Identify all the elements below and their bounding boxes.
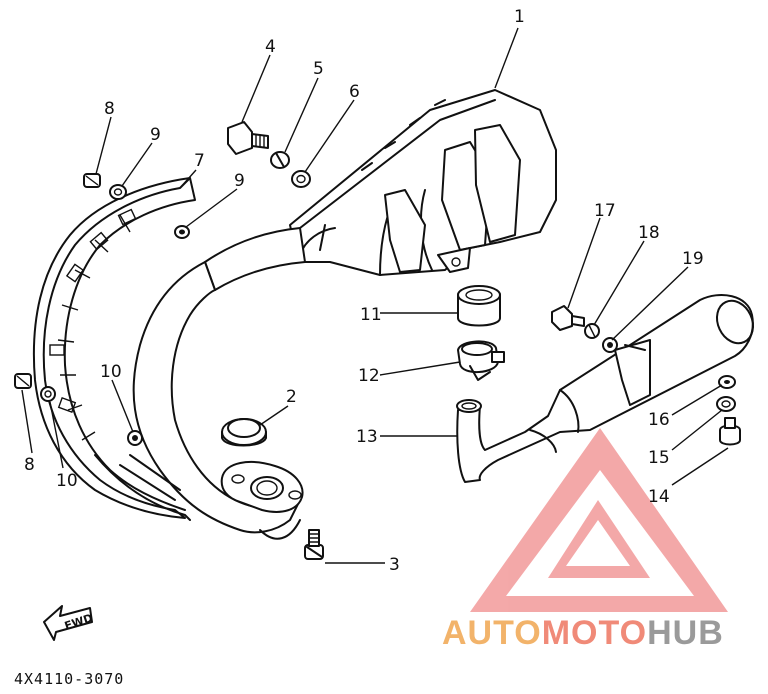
collar-part-9-top — [109, 184, 127, 200]
washer-part-6 — [291, 170, 311, 188]
fwd-arrow-icon: FWD — [43, 605, 94, 641]
leader-lines — [21, 27, 729, 564]
label-part-16: 16 — [648, 410, 670, 430]
collar-part-16 — [718, 375, 736, 389]
label-part-10b: 10 — [56, 471, 78, 491]
label-part-8b: 8 — [24, 455, 35, 475]
bolt-part-17 — [551, 305, 585, 331]
silencer-part-13 — [456, 294, 754, 483]
protector-part-7 — [32, 177, 196, 521]
label-part-13: 13 — [356, 427, 378, 447]
muffler-body-part — [289, 89, 557, 276]
exhaust-flange — [220, 461, 304, 513]
label-part-12: 12 — [358, 366, 380, 386]
gasket-part-2 — [221, 418, 267, 447]
label-part-7: 7 — [194, 151, 205, 171]
label-part-19: 19 — [682, 249, 704, 269]
label-part-15: 15 — [648, 448, 670, 468]
collar-part-10-bottom — [40, 386, 56, 402]
nut-part-15 — [716, 396, 736, 412]
label-part-8: 8 — [104, 99, 115, 119]
label-part-11: 11 — [360, 305, 382, 325]
label-part-18: 18 — [638, 223, 660, 243]
collar-part-10-mid — [127, 430, 143, 446]
label-part-3: 3 — [389, 555, 400, 575]
svg-text:AUTOMOTOHUB: AUTOMOTOHUB — [442, 614, 724, 652]
label-part-17: 17 — [594, 201, 616, 221]
part-number-labels: 1 2 3 4 5 6 7 8 9 9 10 11 12 13 14 15 16… — [24, 7, 704, 575]
watermark-auto: AUTO — [442, 614, 542, 652]
watermark-text: AUTOMOTOHUB — [442, 614, 724, 652]
bolt-part-3 — [304, 529, 324, 560]
label-part-14: 14 — [648, 487, 670, 507]
label-part-9: 9 — [150, 125, 161, 145]
bolt-part-4 — [227, 121, 269, 155]
watermark-moto: MOTO — [542, 614, 647, 652]
label-part-2: 2 — [286, 387, 297, 407]
label-part-6: 6 — [349, 82, 360, 102]
joint-part-11 — [457, 285, 501, 327]
washer-part-5 — [270, 151, 290, 169]
washer-part-19 — [602, 337, 618, 353]
watermark-hub: HUB — [647, 614, 724, 652]
label-part-10: 10 — [100, 362, 122, 382]
watermark-logo — [470, 428, 728, 612]
exhaust-pipe-part — [132, 227, 306, 540]
clamp-part-12 — [457, 340, 505, 381]
label-part-5: 5 — [313, 59, 324, 79]
label-part-1: 1 — [514, 7, 525, 27]
label-part-9b: 9 — [234, 171, 245, 191]
washer-part-18 — [584, 323, 600, 339]
collar-part-9-mid — [174, 225, 190, 239]
drawing-code: 4X4110-3070 — [14, 670, 124, 688]
label-part-4: 4 — [265, 37, 276, 57]
screw-part-8-bottom — [14, 373, 32, 389]
screw-part-8-top — [83, 173, 101, 188]
bolt-part-14 — [719, 417, 741, 446]
